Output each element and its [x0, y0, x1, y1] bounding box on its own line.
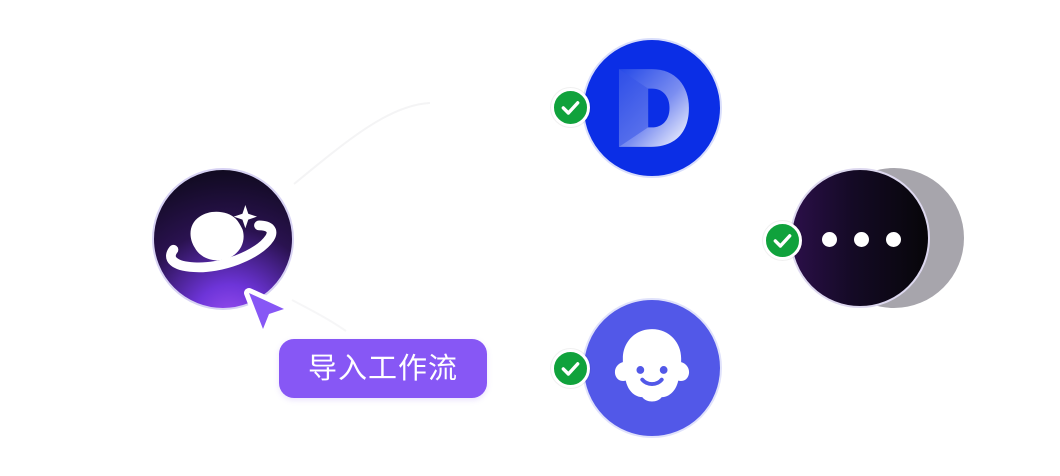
checkmark-icon	[551, 349, 590, 388]
app-d-node[interactable]	[582, 38, 722, 178]
cursor-arrow-icon	[244, 288, 289, 334]
ghost-app-node[interactable]	[582, 298, 722, 438]
import-workflow-button[interactable]: 导入工作流	[279, 339, 487, 398]
source-app-node[interactable]	[152, 168, 294, 310]
connector-to-d	[293, 102, 431, 185]
checkmark-icon	[551, 88, 590, 127]
connector-to-cursor	[291, 299, 347, 332]
planet-sparkle-icon	[166, 204, 277, 273]
ghost-icon	[614, 329, 690, 402]
more-apps-node[interactable]	[790, 168, 930, 308]
checkmark-icon	[763, 221, 802, 260]
letter-d-icon	[618, 69, 689, 147]
